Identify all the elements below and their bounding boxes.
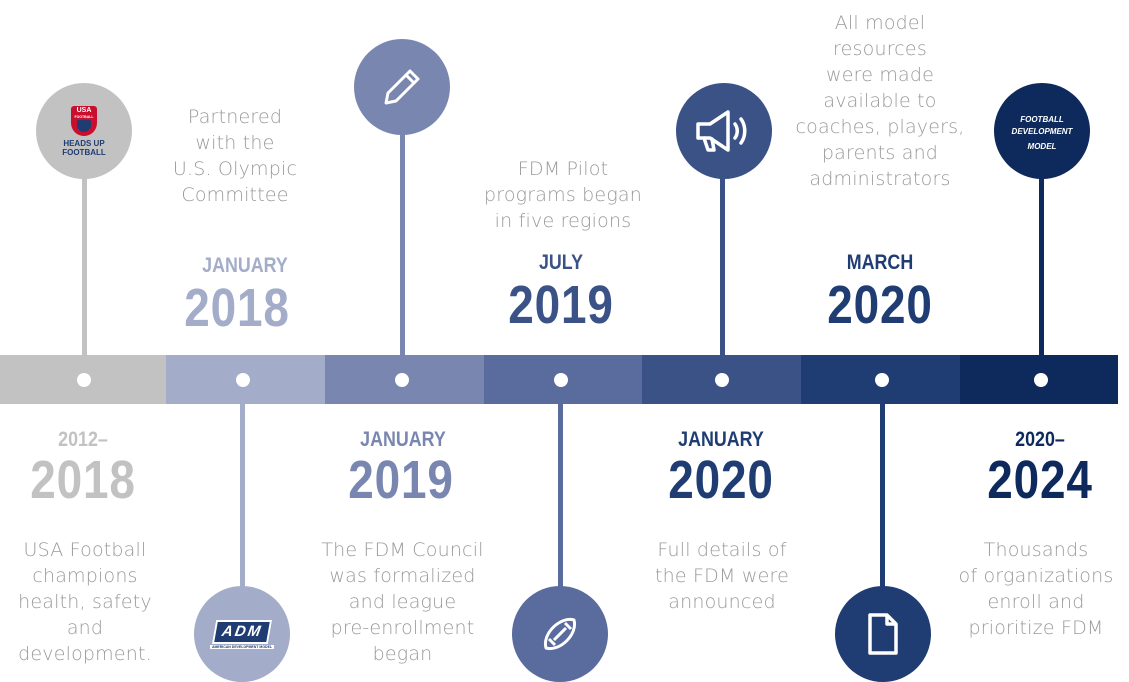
milestone-year-5: 2020 bbox=[668, 450, 774, 510]
milestone-month-5: JANUARY bbox=[678, 428, 764, 451]
usa-football-heads-up-logo: USA FOOTBALL HEADS UP FOOTBALL bbox=[36, 83, 132, 179]
milestone-month-7: 2020– bbox=[1015, 428, 1065, 451]
logo-football-text-2: FOOTBALL bbox=[62, 147, 106, 157]
fdm-logo: FOOTBALL DEVELOPMENT MODEL bbox=[994, 83, 1090, 179]
adm-logo-text: ADM bbox=[220, 622, 264, 640]
logo-football-text: FOOTBALL bbox=[74, 114, 94, 119]
stem-7 bbox=[1039, 130, 1044, 355]
timeline-dot bbox=[554, 373, 568, 387]
document-icon bbox=[868, 613, 898, 655]
shield-icon bbox=[76, 119, 91, 132]
pencil-icon bbox=[384, 69, 420, 105]
stem-3 bbox=[400, 130, 405, 355]
milestone-year-2: 2018 bbox=[184, 278, 290, 338]
fdm-logo-line1b: DEVELOPMENT bbox=[1011, 126, 1073, 136]
milestone-description-6: All model resources were made available … bbox=[795, 12, 965, 190]
milestone-month-4: JULY bbox=[538, 251, 583, 274]
pencil-circle bbox=[354, 39, 450, 135]
timeline-dot bbox=[236, 373, 250, 387]
fdm-logo-line2: MODEL bbox=[1027, 141, 1057, 151]
milestone-month-6: MARCH bbox=[846, 251, 914, 274]
milestone-year-7: 2024 bbox=[987, 450, 1093, 510]
stem-2 bbox=[240, 404, 245, 634]
timeline-dot bbox=[875, 373, 889, 387]
document-circle bbox=[835, 586, 931, 682]
logo-heads-up-text: HEADS UP bbox=[63, 138, 105, 148]
timeline-dot bbox=[395, 373, 409, 387]
stem-4 bbox=[558, 404, 563, 634]
milestone-month-1: 2012– bbox=[58, 428, 108, 451]
adm-logo-badge: ADM bbox=[211, 619, 273, 644]
milestone-year-4: 2019 bbox=[508, 275, 614, 335]
milestone-month-2: JANUARY bbox=[202, 254, 288, 277]
milestone-month-3: JANUARY bbox=[360, 428, 446, 451]
football-icon bbox=[543, 617, 577, 651]
timeline-dot bbox=[715, 373, 729, 387]
milestone-year-6: 2020 bbox=[827, 275, 933, 335]
timeline-dot bbox=[77, 373, 91, 387]
stem-6 bbox=[880, 404, 885, 634]
milestone-year-1: 2018 bbox=[30, 450, 136, 510]
milestone-description-7: Thousands of organizations enroll and pr… bbox=[958, 539, 1114, 639]
milestone-description-2: Partnered with the U.S. Olympic Committe… bbox=[172, 106, 298, 206]
megaphone-icon bbox=[696, 110, 747, 152]
logo-usa-text: USA bbox=[76, 106, 92, 114]
milestone-year-3: 2019 bbox=[348, 450, 454, 510]
fdm-logo-line1: FOOTBALL bbox=[1020, 114, 1064, 124]
milestone-description-4: FDM Pilot programs began in five regions bbox=[483, 158, 643, 232]
adm-logo-subtitle: AMERICAN DEVELOPMENT MODEL bbox=[209, 644, 275, 649]
timeline-dot bbox=[1034, 373, 1048, 387]
stem-5 bbox=[720, 130, 725, 355]
stem-1 bbox=[82, 130, 87, 355]
milestone-description-1: USA Football champions health, safety an… bbox=[18, 539, 152, 665]
milestone-description-5: Full details of the FDM were announced bbox=[655, 539, 789, 613]
milestone-description-3: The FDM Council was formalized and leagu… bbox=[321, 539, 484, 665]
football-circle bbox=[512, 586, 608, 682]
adm-logo: ADM AMERICAN DEVELOPMENT MODEL bbox=[194, 586, 290, 682]
megaphone-circle bbox=[676, 83, 772, 179]
